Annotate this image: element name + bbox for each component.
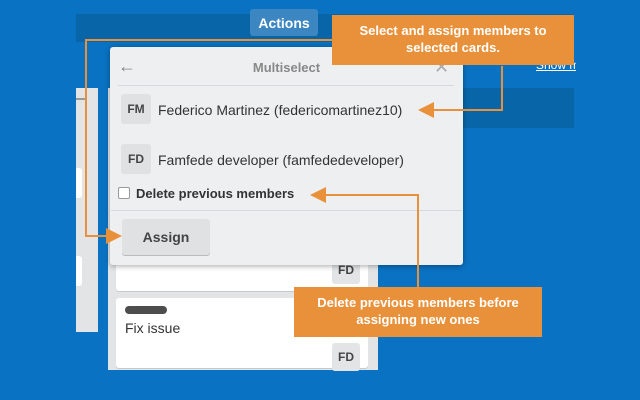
delete-previous-checkbox[interactable] [118, 187, 130, 199]
divider [111, 210, 462, 211]
member-name: Famfede developer (famfededeveloper) [158, 152, 404, 168]
actions-button[interactable]: Actions [250, 9, 318, 36]
assign-button[interactable]: Assign [122, 219, 210, 255]
member-avatar: FD [121, 144, 151, 174]
card-label [125, 306, 167, 314]
left-list-card[interactable] [76, 256, 82, 286]
card-member-avatar: FD [332, 343, 360, 371]
right-panel-strip [460, 88, 574, 128]
member-option[interactable]: FD Famfede developer (famfededeveloper) [118, 141, 434, 177]
callout-delete-members: Delete previous members before assigning… [294, 287, 542, 337]
member-name: Federico Martinez (federicomartinez10) [158, 102, 403, 118]
left-list [76, 88, 98, 332]
delete-previous-label[interactable]: Delete previous members [136, 186, 295, 201]
member-avatar: FM [121, 94, 151, 124]
divider [118, 85, 454, 86]
member-option[interactable]: FM Federico Martinez (federicomartinez10… [118, 91, 434, 127]
left-list-card[interactable] [76, 168, 82, 198]
card-title: Fix issue [125, 320, 181, 336]
callout-select-members: Select and assign members to selected ca… [332, 15, 574, 65]
left-list-header [76, 98, 86, 100]
